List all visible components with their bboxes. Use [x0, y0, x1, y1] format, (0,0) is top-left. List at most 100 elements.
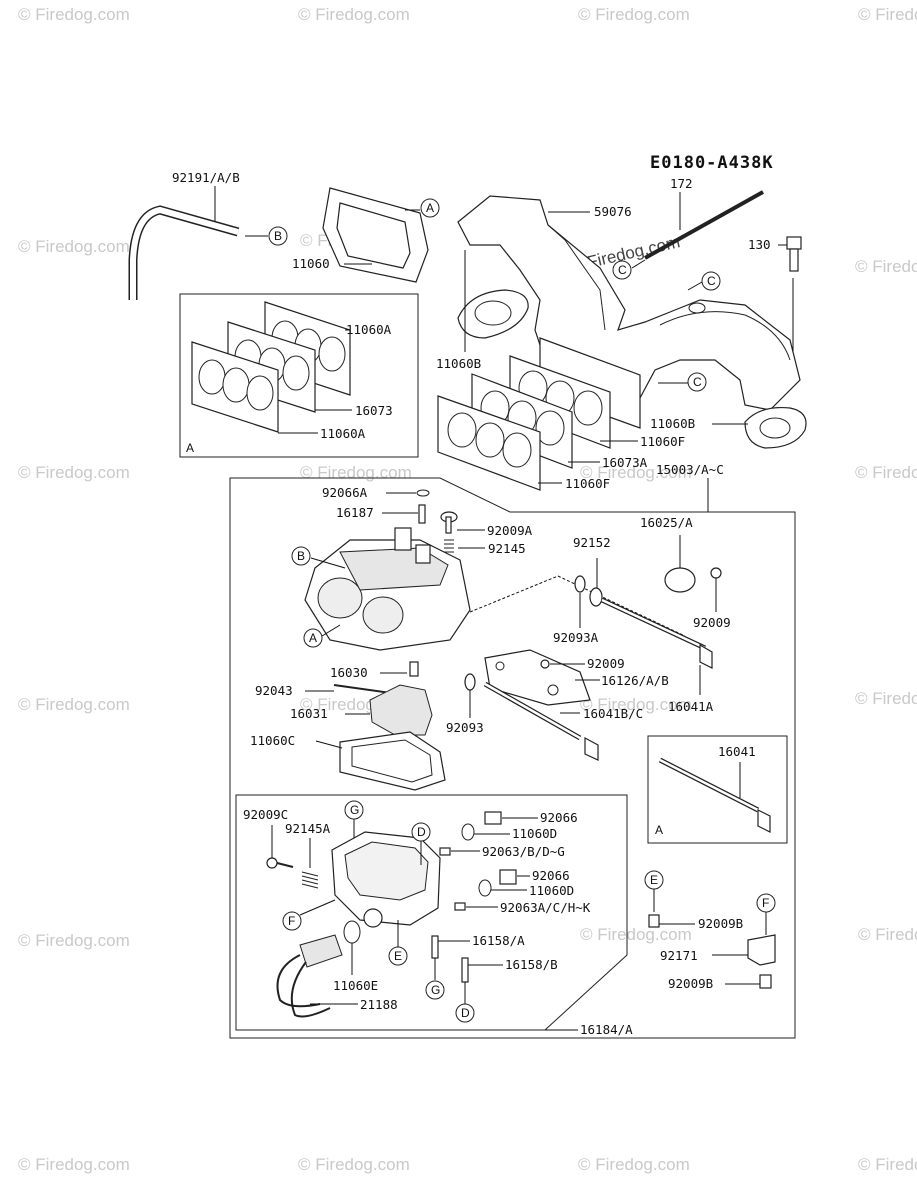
part-label-16041BC: 16041B/C	[583, 706, 643, 721]
carburetor-boss	[394, 527, 412, 551]
watermark: © Firedog.com	[855, 463, 917, 482]
throttle-lever-part	[699, 643, 713, 669]
float-bowl-box	[235, 794, 628, 1031]
part-label-92063ACHK: 92063A/C/H~K	[500, 900, 591, 915]
ref-circle-c	[701, 271, 721, 291]
solenoid-wire	[290, 961, 331, 1018]
screw-part	[648, 914, 660, 928]
ref-letter-b: B	[274, 229, 282, 243]
float-part	[369, 684, 433, 736]
ref-letter-b: B	[297, 549, 305, 563]
gasket-hole	[318, 336, 346, 372]
part-label-59076: 59076	[594, 204, 632, 219]
manifold-port	[688, 302, 706, 314]
ref-circle-b	[291, 546, 311, 566]
spring-part	[301, 871, 319, 889]
gasket-hole	[573, 390, 603, 426]
pilot-jet-part	[431, 935, 439, 959]
pilot-jet-part	[461, 957, 469, 983]
part-label-11060A-2: 11060A	[320, 426, 366, 441]
gasket-part-hole	[336, 202, 411, 269]
part-label-92145: 92145	[488, 541, 526, 556]
manifold-contour	[659, 311, 791, 361]
ref-circle-b	[268, 226, 288, 246]
jet-part	[439, 847, 451, 856]
gasket-washer-part	[461, 823, 475, 841]
bracket-part	[747, 934, 776, 966]
part-label-16025: 16025/A	[640, 515, 693, 530]
hose-part	[128, 205, 240, 300]
ref-letter-e: E	[394, 949, 402, 963]
ref-letter-g: G	[350, 803, 359, 817]
gasket-hole	[282, 355, 310, 391]
watermark: © Firedog.com	[578, 5, 690, 24]
needle-part	[409, 661, 419, 677]
part-label-92009A: 92009A	[487, 523, 533, 538]
part-label-172: 172	[670, 176, 693, 191]
diagram-code: E0180-A438K	[650, 153, 774, 173]
watermark: © Firedog.com	[580, 695, 692, 714]
stud-part	[644, 190, 764, 260]
screw-part	[540, 659, 550, 669]
part-label-11060F-2: 11060F	[565, 476, 610, 491]
leader-line	[321, 624, 341, 637]
watermark: © Firedog.com	[855, 689, 917, 708]
part-label-16030: 16030	[330, 665, 368, 680]
leader-line	[315, 740, 343, 749]
watermark: © Firedog.com	[298, 1155, 410, 1174]
ref-letter-f: F	[288, 914, 295, 928]
part-label-92063BDG: 92063/B/D~G	[482, 844, 565, 859]
part-label-92066A: 92066A	[322, 485, 368, 500]
part-label-11060B-2: 11060B	[650, 416, 695, 431]
hose-part-inner	[130, 206, 239, 300]
part-label-21188: 21188	[360, 997, 398, 1012]
part-label-92066-2: 92066	[532, 868, 570, 883]
screw-part	[266, 857, 278, 869]
choke-lever-part	[757, 809, 771, 833]
ref-circle-a	[303, 628, 323, 648]
part-label-92009B-1: 92009B	[698, 916, 743, 931]
gasket-washer-part	[343, 920, 361, 944]
part-label-15003: 15003/A~C	[656, 462, 724, 477]
gasket-washer-part	[478, 879, 492, 897]
part-label-92009-2: 92009	[587, 656, 625, 671]
carburetor-assembly-box	[229, 477, 796, 1039]
jet-part	[454, 902, 466, 911]
jet-part	[418, 504, 426, 524]
watermark: © Firedog.com	[300, 463, 412, 482]
choke-shaft-inner	[484, 682, 581, 740]
plug-part	[499, 869, 517, 885]
throttle-valve-part	[664, 567, 696, 593]
leader-line	[631, 259, 646, 269]
part-label-92093: 92093	[446, 720, 484, 735]
solenoid-wire	[276, 954, 321, 1008]
throttle-shaft-inner	[601, 598, 706, 650]
choke-plate-hole	[495, 661, 505, 671]
part-label-11060A-1: 11060A	[346, 322, 392, 337]
inset-box-a-letter: A	[186, 441, 194, 455]
part-label-11060B-1: 11060B	[436, 356, 481, 371]
watermark: © Firedog.com	[858, 1155, 917, 1174]
part-label-16158B: 16158/B	[505, 957, 558, 972]
ref-letter-f: F	[762, 896, 769, 910]
part-label-16158A: 16158/A	[472, 933, 525, 948]
part-label-92009-1: 92009	[693, 615, 731, 630]
watermark: © Firedog.com	[580, 463, 692, 482]
part-label-16041: 16041	[718, 744, 756, 759]
float-bowl-gasket-inner	[351, 739, 433, 783]
screw-part	[759, 974, 772, 989]
inset-box-a-right	[647, 735, 788, 844]
screw-part	[445, 516, 452, 534]
ref-letter-c: C	[693, 375, 702, 389]
float-bowl-interior	[344, 841, 429, 901]
watermark: © Firedog.com	[18, 463, 130, 482]
part-label-11060F-1: 11060F	[640, 434, 685, 449]
watermark: © Firedog.com	[298, 5, 410, 24]
gasket-hole	[759, 417, 791, 439]
carburetor-bore	[317, 577, 363, 619]
ref-letter-a: A	[426, 201, 434, 215]
bolt-part	[789, 248, 799, 272]
ref-letter-c: C	[707, 274, 716, 288]
bowl-port	[363, 908, 383, 928]
choke-plate-part	[484, 649, 591, 706]
